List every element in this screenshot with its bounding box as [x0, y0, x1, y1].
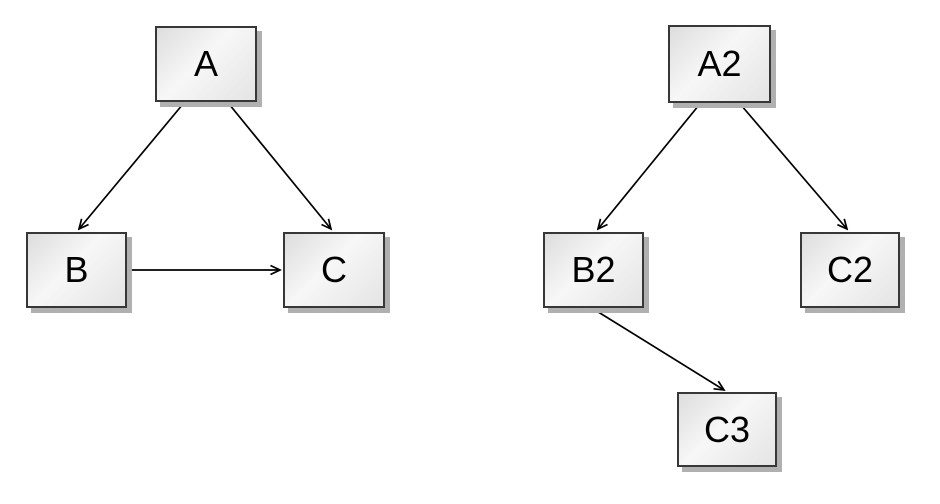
node-B2[interactable]: B2	[543, 232, 644, 308]
node-A[interactable]: A	[155, 26, 257, 102]
edge-A2-C2[interactable]	[740, 104, 847, 229]
node-C[interactable]: C	[283, 232, 385, 308]
node-label: A	[193, 43, 218, 84]
node-label: C2	[826, 249, 874, 290]
edge-B2-C3[interactable]	[594, 309, 724, 390]
edges-group	[79, 103, 847, 390]
edge-A-C[interactable]	[228, 103, 331, 229]
edge-A-B[interactable]	[79, 103, 184, 229]
node-A2[interactable]: A2	[668, 25, 771, 103]
node-label: C	[321, 249, 347, 290]
node-label: B	[64, 249, 89, 290]
node-label: A2	[697, 43, 742, 84]
edge-A2-B2[interactable]	[598, 104, 700, 229]
node-label: C3	[703, 408, 751, 450]
node-label: B2	[571, 249, 616, 290]
node-C2[interactable]: C2	[800, 232, 900, 308]
node-B[interactable]: B	[26, 232, 127, 308]
node-C3[interactable]: C3	[677, 392, 777, 467]
